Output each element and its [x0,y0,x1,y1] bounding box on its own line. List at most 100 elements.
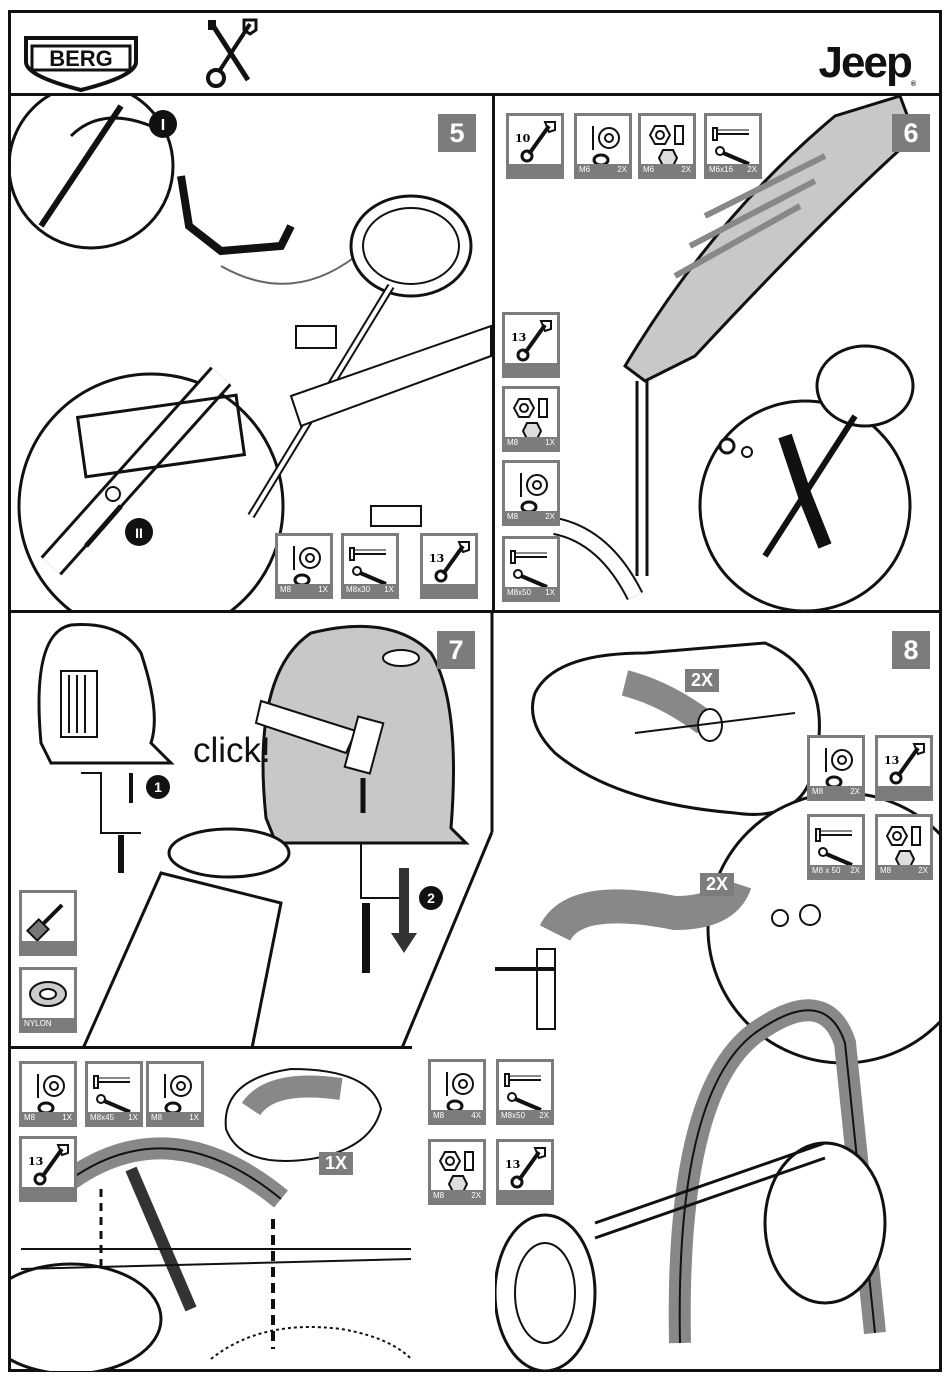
part-quantity-label: 2X [545,511,555,523]
part-box-bolt: M8x30 1X [341,533,399,599]
part-label-bar [499,1190,551,1202]
part-box-washer: M8 1X [19,1061,77,1127]
part-label-bar: M6 2X [577,164,629,176]
part-label-bar: M8 x 50 2X [810,865,862,877]
part-box-wrench: 13 [496,1139,554,1205]
part-quantity-label: 2X [850,786,860,798]
part-size-label: M6 [579,164,590,176]
part-label-bar [509,164,561,176]
part-box-wrench: 13 [502,312,560,378]
part-quantity-label: 2X [681,164,691,176]
part-label-bar: M84X [431,1110,483,1122]
wrench-size-label: 13 [28,1155,43,1168]
part-quantity-label: 2X [747,164,757,176]
brand-logo: Jeep® [819,38,916,88]
sub-step-left-tag: 1X [319,1152,353,1175]
part-box-wrench: 13 [420,533,478,599]
part-quantity-label: 1X [189,1112,199,1124]
logo-text: BERG [49,46,113,71]
part-label-bar: NYLON [22,1018,74,1030]
part-size-label: M8x45 [90,1112,114,1124]
step-7-number: 7 [437,631,475,669]
step-8-illustration [495,613,939,1371]
part-label-bar [423,584,475,596]
part-box-bolt: M8x45 1X [85,1061,143,1127]
part-size-label: M8 [433,1110,444,1122]
part-box-wrench: 10 [506,113,564,179]
part-size-label: M8 [812,786,823,798]
part-size-label: M6x16 [709,164,733,176]
part-box-nut: M8 2X [428,1139,486,1205]
part-box-washer: M8 1X [275,533,333,599]
part-box-bolt: M8x50 1X [502,536,560,602]
part-box-washer: M6 2X [574,113,632,179]
part-box-washer: M8 1X [146,1061,204,1127]
wrench-size-label: 13 [505,1158,520,1171]
step-7-illustration: 1 2 [11,613,491,1046]
part-size-label: M8 [507,511,518,523]
part-label-bar [878,786,930,798]
part-quantity-label: 2X [617,164,627,176]
part-size-label: M8 [880,865,891,877]
part-box-wrench: 13 [875,735,933,801]
part-size-label: M8 [433,1190,444,1202]
part-size-label: M8 [507,437,518,449]
part-label-bar: M6x16 2X [707,164,759,176]
part-label-bar: M8 1X [278,584,330,596]
part-quantity-label: 1X [318,584,328,596]
part-box-bolt: M8x50 2X [496,1059,554,1125]
part-size-label: NYLON [24,1018,52,1030]
part-label-bar: M8 2X [505,511,557,523]
click-text: click! [193,731,271,771]
part-size-label: M8x50 [501,1110,525,1122]
part-label-bar: M8 1X [149,1112,201,1124]
part-box-nut: M6 2X [638,113,696,179]
part-box-washer: M84X [428,1059,486,1125]
tools-icon [204,18,260,95]
part-label-bar: M8 1X [22,1112,74,1124]
part-label-bar: M8x30 1X [344,584,396,596]
part-size-label: M8 [151,1112,162,1124]
part-box-wrench: 13 [19,1136,77,1202]
part-label-bar: M8x45 1X [88,1112,140,1124]
part-quantity-label: 1X [128,1112,138,1124]
part-size-label: M8x50 [507,587,531,599]
part-quantity-label: 2X [918,865,928,877]
part-quantity-label: 2X [850,865,860,877]
step-5-number: 5 [438,114,476,152]
part-size-label: M8 x 50 [812,865,840,877]
wrench-size-label: 13 [884,754,899,767]
part-box-hammer [19,890,77,956]
step-6-number: 6 [892,114,930,152]
part-box-nut: M8 2X [875,814,933,880]
part-size-label: M6 [643,164,654,176]
part-label-bar [505,363,557,375]
wrench-size-label: 13 [429,552,444,565]
part-label-bar [22,941,74,953]
part-box-washer: M8 2X [502,460,560,526]
part-label-bar: M6 2X [641,164,693,176]
step-5-marker-2: II [135,525,143,541]
part-size-label: M8 [24,1112,35,1124]
part-size-label: M8x30 [346,584,370,596]
part-label-bar: M8 2X [810,786,862,798]
step-5-marker-1: I [161,117,165,134]
part-label-bar: M8 2X [878,865,930,877]
part-quantity-label: 1X [384,584,394,596]
part-quantity-label: 1X [545,587,555,599]
wrench-size-label: 13 [511,331,526,344]
step-7-marker-2: 2 [427,890,435,906]
wrench-size-label: 10 [515,132,530,145]
part-quantity-label: 2X [539,1110,549,1122]
part-size-label: M8 [280,584,291,596]
part-quantity-label: 1X [62,1112,72,1124]
step-7-marker-1: 1 [154,779,162,795]
step-7-panel: 1 2 7 [11,613,491,1046]
step-8-panel: 8 2X 2X [495,613,939,1371]
berg-logo: BERG [22,32,140,99]
part-box-bolt: M8 x 50 2X [807,814,865,880]
part-quantity-label: 2X [471,1190,481,1202]
step-8-tag-middle: 2X [700,873,734,896]
